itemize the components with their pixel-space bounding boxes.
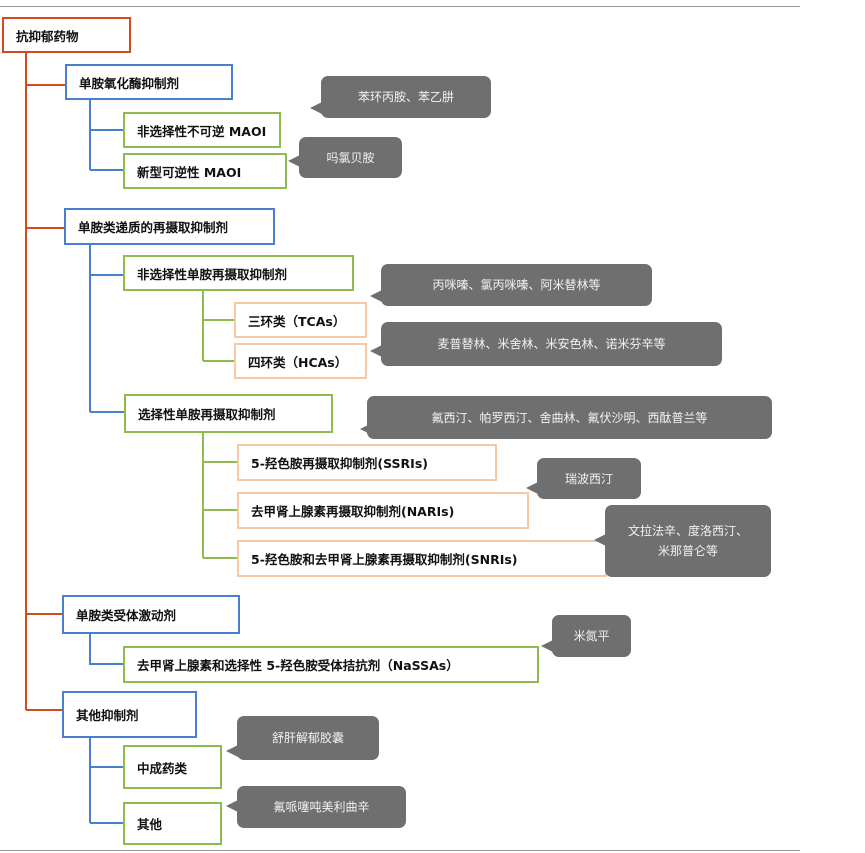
nassa-examples: 米氮平	[573, 629, 610, 643]
tcm-label: 中成药类	[137, 760, 188, 776]
hca-label: 四环类（HCAs）	[248, 354, 348, 370]
maoi-nonselective-node: 非选择性不可逆 MAOI	[123, 112, 281, 148]
nari-examples: 瑞波西汀	[564, 471, 613, 486]
nari-callout: 瑞波西汀	[537, 458, 641, 499]
nassa-callout-tail	[541, 640, 553, 652]
ssri-label: 5-羟色胺再摄取抑制剂(SSRIs)	[251, 456, 428, 471]
receptor-node: 单胺类受体激动剂	[62, 595, 240, 634]
nari-label: 去甲肾上腺素再摄取抑制剂(NARIs)	[251, 504, 455, 519]
tca-label: 三环类（TCAs）	[248, 313, 346, 329]
nonselective-reuptake-label: 非选择性单胺再摄取抑制剂	[137, 266, 288, 282]
root-node: 抗抑郁药物	[2, 17, 131, 53]
maoi-nonselective-callout: 苯环丙胺、苯乙肼	[321, 76, 491, 118]
ssri-callout: 氟西汀、帕罗西汀、舍曲林、氟伏沙明、西酞普兰等	[367, 396, 772, 439]
maoi-nonselective-label: 非选择性不可逆 MAOI	[137, 123, 267, 139]
receptor-connector	[89, 634, 123, 665]
nonselective-connector	[202, 290, 234, 362]
misc-examples: 氟哌噻吨美利曲辛	[273, 800, 370, 814]
selective-reuptake-label: 选择性单胺再摄取抑制剂	[138, 407, 276, 422]
maoi-reversible-callout-tail	[288, 155, 300, 167]
tca-examples: 丙咪嗪、氯丙咪嗪、阿米替林等	[432, 278, 601, 292]
misc-node: 其他	[123, 802, 222, 845]
snri-node: 5-羟色胺和去甲肾上腺素再摄取抑制剂(SNRIs)	[237, 540, 607, 577]
top-rule	[0, 6, 800, 7]
nari-callout-tail	[526, 482, 538, 494]
maoi-reversible-node: 新型可逆性 MAOI	[123, 153, 287, 189]
reuptake-connector	[89, 244, 124, 413]
tcm-node: 中成药类	[123, 745, 222, 789]
misc-callout-tail	[226, 800, 238, 812]
nassa-callout: 米氮平	[552, 615, 631, 657]
reuptake-label: 单胺类递质的再摄取抑制剂	[78, 220, 229, 235]
hca-examples: 麦普替林、米舍林、米安色林、诺米芬辛等	[437, 337, 666, 351]
tca-callout-tail	[370, 290, 382, 302]
ssri-examples: 氟西汀、帕罗西汀、舍曲林、氟伏沙明、西酞普兰等	[431, 410, 708, 425]
selective-reuptake-node: 选择性单胺再摄取抑制剂	[124, 394, 333, 433]
nonselective-reuptake-node: 非选择性单胺再摄取抑制剂	[123, 255, 354, 291]
misc-callout: 氟哌噻吨美利曲辛	[237, 786, 406, 828]
other-label: 其他抑制剂	[76, 708, 139, 723]
tcm-callout-tail	[226, 745, 238, 757]
reuptake-node: 单胺类递质的再摄取抑制剂	[64, 208, 275, 245]
receptor-label: 单胺类受体激动剂	[76, 608, 177, 623]
maoi-nonselective-examples: 苯环丙胺、苯乙肼	[357, 90, 454, 104]
root-connector	[25, 46, 65, 711]
hca-node: 四环类（HCAs）	[234, 343, 367, 379]
maoi-node: 单胺氧化酶抑制剂	[65, 64, 233, 100]
snri-label: 5-羟色胺和去甲肾上腺素再摄取抑制剂(SNRIs)	[251, 552, 518, 567]
root-label: 抗抑郁药物	[16, 28, 79, 44]
hca-callout-tail	[370, 345, 382, 357]
maoi-connector	[89, 99, 123, 171]
maoi-reversible-label: 新型可逆性 MAOI	[137, 164, 242, 180]
misc-label: 其他	[137, 817, 163, 832]
snri-callout: 文拉法辛、度洛西汀、 米那普仑等	[605, 505, 771, 577]
other-node: 其他抑制剂	[62, 691, 197, 738]
bottom-rule	[0, 850, 800, 851]
hca-callout: 麦普替林、米舍林、米安色林、诺米芬辛等	[381, 322, 722, 366]
maoi-nonselective-callout-tail	[310, 102, 322, 114]
snri-examples-line1: 文拉法辛、度洛西汀、	[627, 524, 748, 538]
tcm-callout: 舒肝解郁胶囊	[237, 716, 379, 760]
selective-connector	[202, 432, 237, 559]
tca-callout: 丙咪嗪、氯丙咪嗪、阿米替林等	[381, 264, 652, 306]
tcm-examples: 舒肝解郁胶囊	[271, 731, 344, 745]
nassa-label: 去甲肾上腺素和选择性 5-羟色胺受体拮抗剂（NaSSAs）	[137, 658, 459, 673]
maoi-label: 单胺氧化酶抑制剂	[79, 75, 180, 91]
maoi-reversible-callout: 吗氯贝胺	[299, 137, 402, 178]
nassa-node: 去甲肾上腺素和选择性 5-羟色胺受体拮抗剂（NaSSAs）	[123, 646, 539, 683]
ssri-node: 5-羟色胺再摄取抑制剂(SSRIs)	[237, 444, 497, 481]
other-connector	[89, 738, 123, 824]
snri-examples-line2: 米那普仑等	[657, 544, 718, 558]
tca-node: 三环类（TCAs）	[234, 302, 367, 338]
nari-node: 去甲肾上腺素再摄取抑制剂(NARIs)	[237, 492, 529, 529]
maoi-reversible-examples: 吗氯贝胺	[326, 150, 375, 165]
snri-callout-tail	[594, 534, 606, 546]
